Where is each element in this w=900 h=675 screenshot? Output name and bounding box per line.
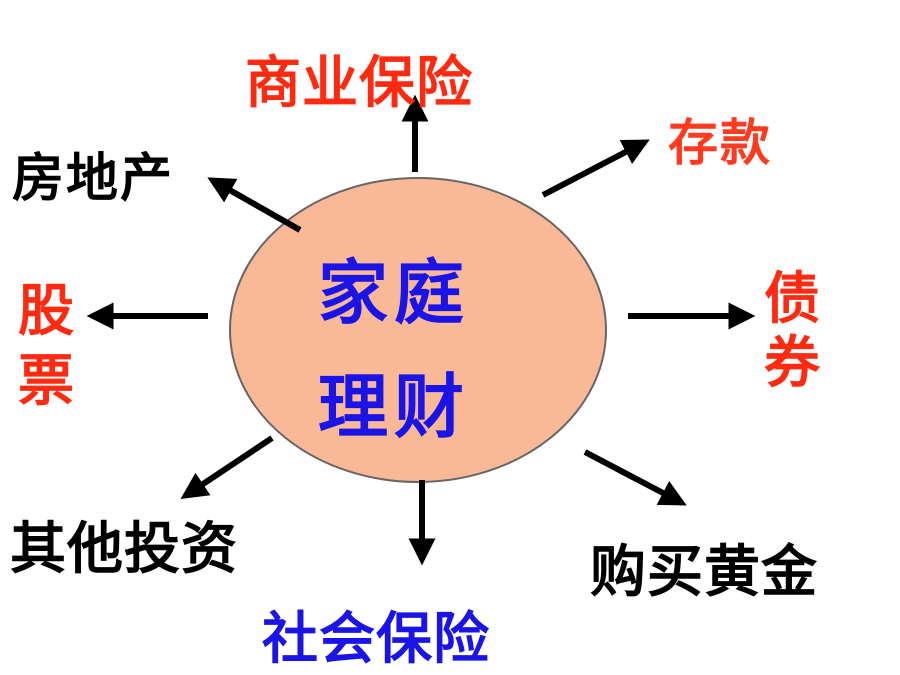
node-bond-char-2: 券 [764,331,820,396]
node-deposit: 存款 [668,114,772,172]
center-title-line-1: 家庭 [318,252,470,334]
node-social-insurance: 社会保险 [262,607,490,672]
node-stock-char-1: 股 [18,279,74,344]
arrow-to-buy-gold [583,449,687,506]
node-other-investment: 其他投资 [10,517,238,582]
node-commercial-insurance: 商业保险 [245,51,473,116]
arrow-to-deposit [541,139,650,198]
node-real-estate: 房地产 [12,149,175,209]
node-bond-char-1: 债 [764,267,820,332]
center-ellipse [229,177,607,483]
node-stock: 股 票 [18,284,74,410]
node-bond: 债 券 [764,272,820,392]
arrow-to-real-estate [207,177,302,233]
center-title-line-2: 理财 [318,366,470,448]
node-buy-gold: 购买黄金 [590,540,818,605]
node-stock-char-2: 票 [18,349,74,414]
arrow-to-other-investment [180,435,274,499]
